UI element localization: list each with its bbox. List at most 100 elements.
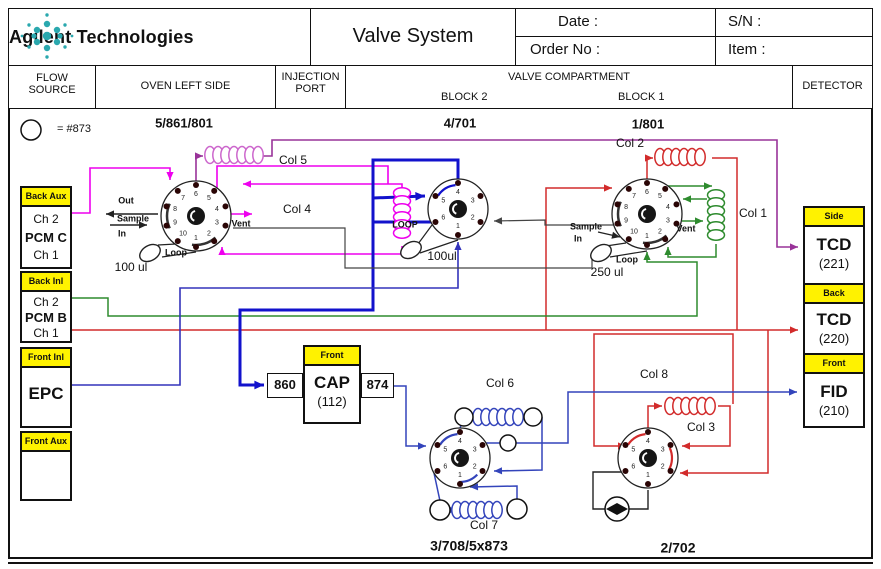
port-874-box: 874: [361, 373, 394, 398]
diagram-label: 4/701: [444, 115, 477, 130]
port-6: [193, 182, 199, 188]
port-number: 8: [173, 206, 177, 213]
port-number: 6: [631, 463, 635, 470]
wire-col7-to-v3-port1: [469, 485, 518, 499]
port-4: [455, 180, 461, 186]
coil-col6: [472, 407, 524, 427]
port-10: [174, 238, 181, 245]
diagram-label: 3/708/5x873: [430, 538, 508, 554]
diagram-label: Col 1: [739, 206, 767, 220]
wire-col5-to-tcd221: [262, 139, 798, 248]
shutoff-right: [617, 503, 628, 515]
arrowhead: [654, 402, 662, 410]
fitting-873-col7-left: [429, 499, 451, 521]
arrowhead: [704, 182, 712, 190]
back-aux-ch2: Ch 2: [33, 212, 59, 226]
item-cell: Item :: [715, 36, 873, 66]
arrowhead: [415, 192, 425, 201]
arrowhead: [218, 247, 226, 255]
port-6: [644, 180, 650, 186]
port-number: 5: [207, 195, 211, 202]
wire-v5-port5-up: [216, 165, 389, 188]
arrowhead: [683, 195, 691, 203]
port-number: 6: [645, 189, 649, 196]
wire-pcmb-ch2-to-v1: [72, 252, 698, 317]
port-10: [625, 236, 632, 243]
port-number: 4: [456, 189, 460, 196]
port-7: [174, 187, 181, 194]
back-aux-pcm: PCM C: [25, 230, 67, 245]
zone-flow-source: FLOW SOURCE: [8, 65, 96, 109]
wire-col8-loop: [593, 333, 734, 447]
port-5: [432, 193, 439, 199]
source-back-inl-header: Back Inl: [22, 273, 70, 292]
fittings-layer: [20, 119, 543, 521]
fitting-873-legend: [20, 119, 42, 141]
zone-oven-label: OVEN LEFT SIDE: [140, 80, 231, 92]
rotor-highlight: [454, 452, 460, 464]
zone-oven-left-side: OVEN LEFT SIDE: [95, 65, 276, 109]
loop-link-v5-a: [157, 243, 177, 246]
port-1: [645, 481, 651, 487]
port-9: [614, 220, 621, 227]
port-number: 4: [215, 206, 219, 213]
sample-loop-v1: [590, 243, 612, 263]
wire-v5-port3-run: [233, 227, 593, 269]
port-number: 1: [456, 223, 460, 230]
detector-side-id: (221): [818, 256, 850, 271]
wire-v4-port4-to-860: [238, 158, 460, 387]
arrowhead: [166, 172, 174, 180]
zone-block1-label: BLOCK 1: [618, 91, 665, 103]
wire-874-to-v3-port5: [394, 385, 426, 447]
diagram-label: Col 8: [640, 367, 668, 381]
rotor: [187, 207, 205, 225]
port-8: [614, 201, 621, 208]
port-number: 7: [181, 195, 185, 202]
port-number: 9: [173, 220, 177, 227]
wire-epc-to-v4-port1: [72, 242, 459, 386]
fitting-873-col7-right: [506, 498, 528, 520]
diagram-label: In: [118, 228, 126, 238]
cap-injector-box: Front CAP (112): [303, 345, 361, 424]
wire-red-branch-to-v1-port7: [545, 187, 612, 330]
arrowhead: [645, 154, 653, 162]
sample-loop-v5: [139, 243, 161, 263]
wire-v3-port6-to-col7: [433, 472, 441, 502]
shutoff-valve: [604, 496, 630, 522]
wire-v2-port6-to-valve: [592, 471, 622, 510]
arrowhead: [695, 217, 703, 225]
source-box-back-aux: Back Aux Ch 2 PCM C Ch 1: [20, 186, 72, 269]
port-3: [673, 220, 680, 227]
order-label: Order No :: [530, 41, 601, 58]
coil-col4: [392, 187, 412, 239]
port-4: [673, 201, 680, 208]
arrowhead: [604, 184, 612, 192]
sn-label: S/N :: [728, 13, 762, 30]
zone-flow-line1: FLOW: [36, 72, 68, 84]
port-3: [222, 222, 229, 229]
detector-back-id: (220): [818, 331, 850, 346]
arrowhead: [611, 231, 620, 239]
detector-box-side-tcd: Side TCD (221): [803, 206, 865, 285]
detector-side-name: TCD: [816, 235, 852, 254]
port-number: 5: [631, 446, 635, 453]
loop-link-v1-b: [609, 250, 648, 258]
port-number: 1: [458, 472, 462, 479]
port-1: [457, 481, 463, 487]
back-aux-ch1: Ch 1: [33, 248, 59, 262]
arrowhead: [139, 221, 147, 229]
arrowhead: [254, 380, 264, 390]
arrowhead: [470, 483, 479, 491]
agilent-logo-icon: [20, 13, 74, 59]
port-860-box: 860: [267, 373, 303, 398]
coil-col2: [654, 147, 706, 167]
wire-red-branch-to-v2-port2: [680, 330, 769, 474]
diagram-label: Loop: [616, 254, 638, 264]
coil-col3: [664, 396, 716, 416]
arrowhead: [195, 152, 203, 160]
rotor-highlight: [642, 452, 648, 464]
